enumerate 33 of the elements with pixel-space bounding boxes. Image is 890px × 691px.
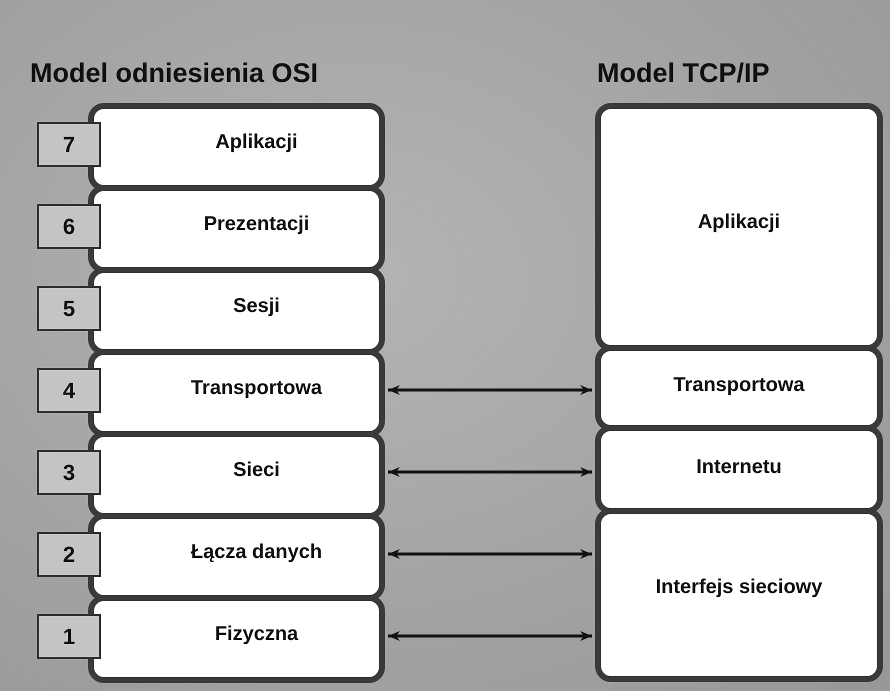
layer-number: 1 [62,624,76,650]
layer-number-tag [37,450,101,495]
layer-number-tag [37,204,101,249]
layer-name: Transportowa [673,373,805,398]
layer-number: 4 [62,378,76,404]
double-arrow [388,631,592,641]
column-heading: Model odniesienia OSI [30,58,318,89]
layer-number-tag [37,286,101,331]
layer-number: 7 [62,132,76,158]
layer-name: Internetu [696,454,782,480]
layer-name: Aplikacji [215,130,298,155]
layer-number: 6 [62,214,76,240]
layer-number: 2 [62,542,76,568]
layer-name: Sesji [233,294,280,319]
layer-name: Interfejs sieciowy [656,575,822,600]
double-arrow [388,549,592,559]
layer-number: 3 [62,460,76,486]
double-arrow [388,467,592,477]
layer-name: Sieci [233,458,280,483]
double-arrow [388,385,592,395]
layer-box [88,595,385,683]
layer-number-tag [37,368,101,413]
layer-name: Fizyczna [214,622,298,647]
layer-number-tag [37,532,101,577]
layer-name: Aplikacji [698,210,780,235]
layer-name: Łącza danych [190,540,322,565]
layer-number-tag [37,614,101,659]
layer-number: 5 [62,296,76,322]
layer-number-tag [37,122,101,167]
column-heading: Model TCP/IP [597,58,770,89]
layer-box [595,508,883,682]
layer-name: Prezentacji [204,212,310,237]
layer-name: Transportowa [190,376,322,401]
